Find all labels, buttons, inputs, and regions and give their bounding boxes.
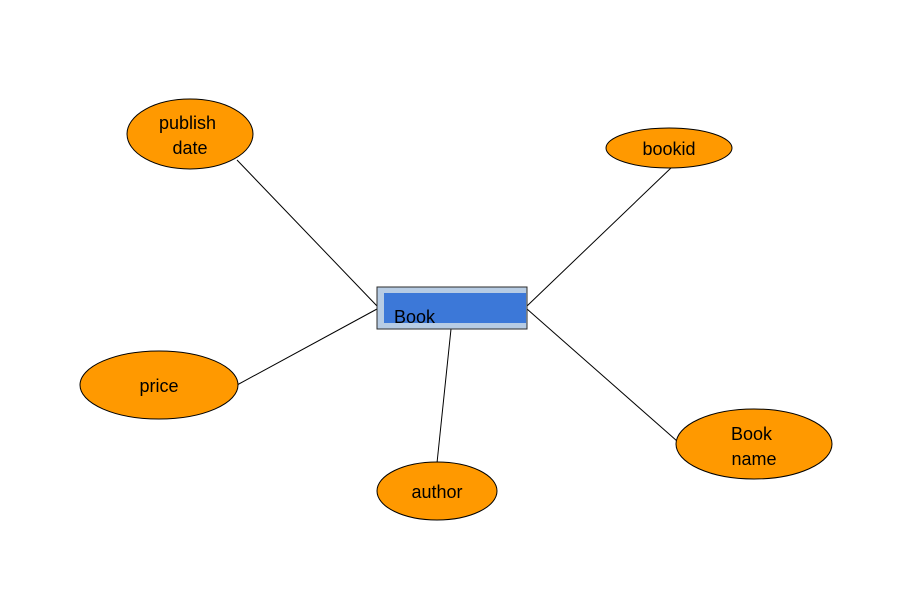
attribute-author[interactable]: author — [376, 461, 498, 521]
attribute-publish-date-line-2: date — [172, 138, 207, 158]
attribute-book-name[interactable]: Book name — [675, 408, 833, 480]
attribute-author-label: author — [411, 482, 462, 502]
entity-book-label: Book — [394, 307, 436, 327]
connector-price — [236, 308, 378, 386]
connectors — [236, 159, 678, 464]
connector-book-name — [526, 308, 678, 442]
attribute-price-shape — [79, 350, 239, 420]
entity-book[interactable]: Book — [376, 286, 528, 330]
attribute-publish-date[interactable]: publish date — [126, 98, 254, 170]
attribute-price-label: price — [139, 376, 178, 396]
connector-publish-date — [236, 159, 378, 307]
attribute-author-shape — [376, 461, 498, 521]
attribute-book-name-shape — [675, 408, 833, 480]
attribute-bookid-label: bookid — [642, 139, 695, 159]
attribute-book-name-line-1: Book — [731, 424, 773, 444]
attribute-bookid[interactable]: bookid — [605, 127, 733, 169]
connector-author — [436, 328, 452, 464]
attribute-price[interactable]: price — [79, 350, 239, 420]
attribute-publish-date-label: publish date — [159, 113, 221, 158]
attribute-book-name-line-2: name — [731, 449, 776, 469]
attribute-publish-date-line-1: publish — [159, 113, 216, 133]
attribute-bookid-shape — [605, 127, 733, 169]
entity-book-fill — [384, 293, 526, 323]
attribute-book-name-label: Book name — [731, 424, 777, 469]
connector-bookid — [526, 166, 673, 307]
attribute-publish-date-shape — [126, 98, 254, 170]
